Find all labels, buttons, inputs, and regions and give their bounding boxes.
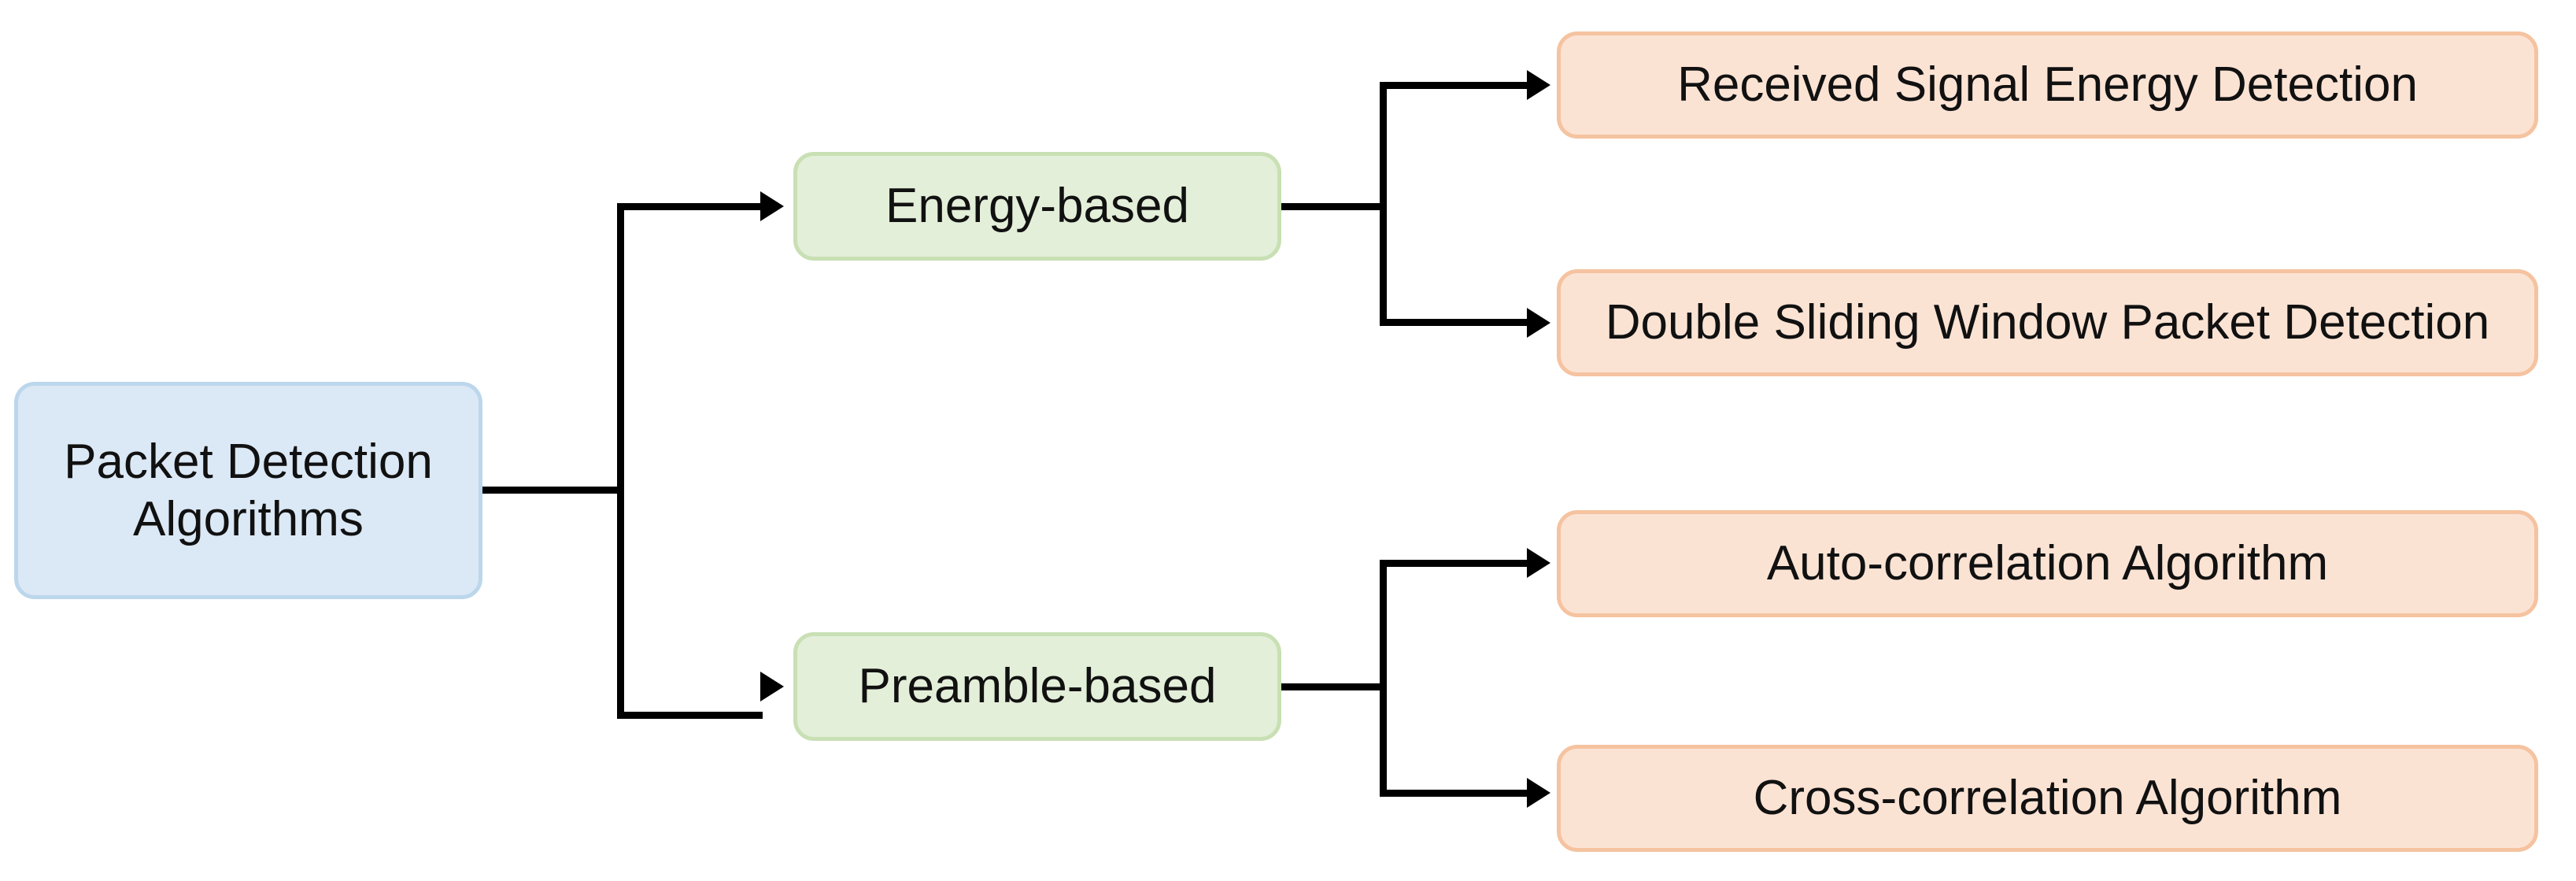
edge-energy-stem [1281,203,1384,210]
node-double-sliding-window-packet-detection-label: Double Sliding Window Packet Detection [1605,295,2490,350]
node-auto-correlation-algorithm[interactable]: Auto-correlation Algorithm [1557,510,2538,617]
node-root-label: Packet Detection Algorithms [64,434,433,546]
edge-root-to-energy [617,203,763,210]
edge-preamble-stem [1281,683,1384,690]
edge-preamble-to-cross-correlation [1380,790,1529,797]
arrow-root-to-energy [760,191,784,221]
node-cross-correlation-algorithm[interactable]: Cross-correlation Algorithm [1557,745,2538,852]
arrow-root-to-preamble [760,672,784,701]
edge-root-to-preamble [617,712,763,719]
edge-energy-to-double-sliding [1380,319,1529,326]
node-received-signal-energy-detection-label: Received Signal Energy Detection [1677,57,2418,113]
edge-preamble-to-auto-correlation [1380,560,1529,567]
arrow-preamble-to-auto-correlation [1527,548,1550,578]
node-received-signal-energy-detection[interactable]: Received Signal Energy Detection [1557,31,2538,139]
node-energy-based[interactable]: Energy-based [793,152,1281,261]
arrow-energy-to-double-sliding [1527,308,1550,338]
node-energy-based-label: Energy-based [885,179,1190,234]
edge-energy-trunk [1380,82,1387,326]
node-double-sliding-window-packet-detection[interactable]: Double Sliding Window Packet Detection [1557,269,2538,376]
node-preamble-based[interactable]: Preamble-based [793,632,1281,741]
arrow-preamble-to-cross-correlation [1527,778,1550,808]
node-auto-correlation-algorithm-label: Auto-correlation Algorithm [1766,536,2329,591]
node-preamble-based-label: Preamble-based [858,659,1217,714]
node-packet-detection-algorithms[interactable]: Packet Detection Algorithms [14,382,482,599]
arrow-energy-to-received-signal [1527,70,1550,100]
edge-root-trunk [617,203,624,719]
edge-preamble-trunk [1380,560,1387,796]
node-cross-correlation-algorithm-label: Cross-correlation Algorithm [1753,771,2342,826]
edge-root-stem [482,487,624,494]
edge-energy-to-received-signal [1380,82,1529,89]
